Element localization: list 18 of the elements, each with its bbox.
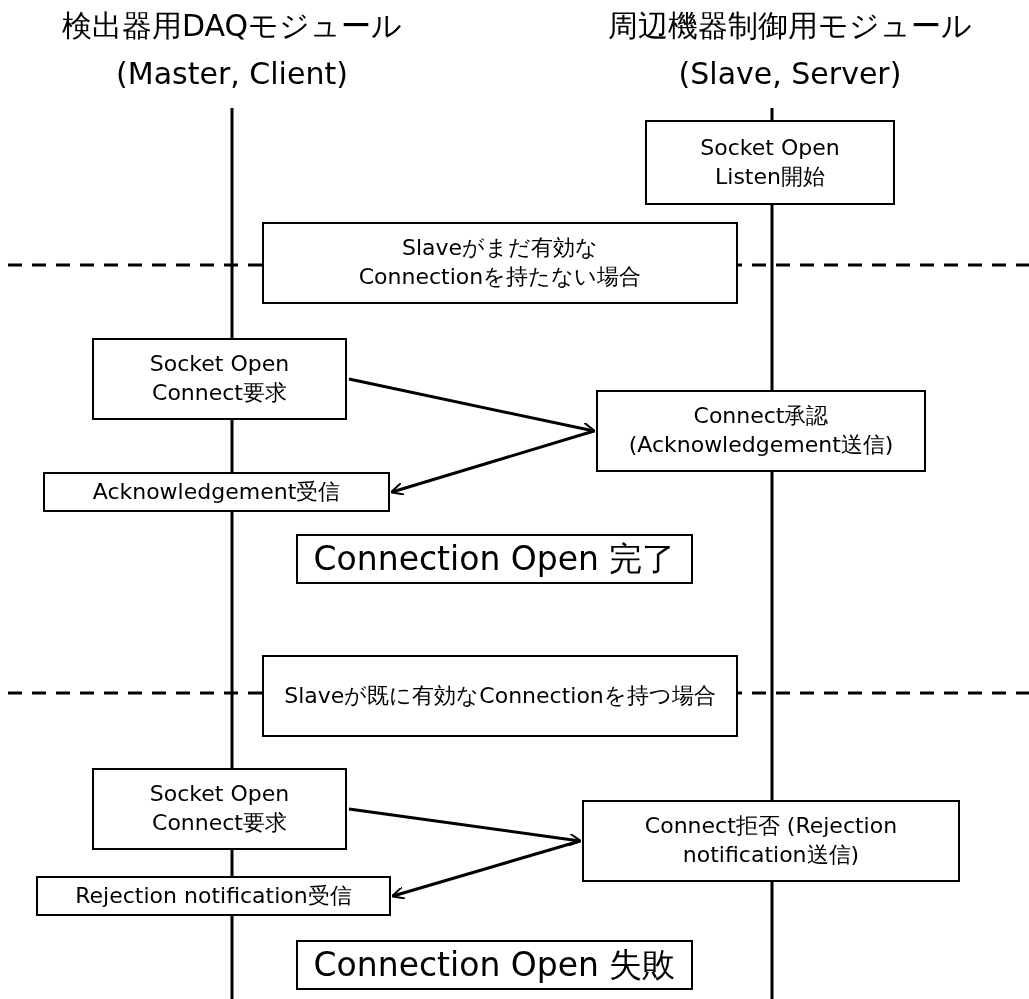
status-box: Connection Open 失敗 (296, 940, 693, 990)
process-box: Slaveが既に有効なConnectionを持つ場合 (262, 655, 738, 737)
message-box: Rejection notification受信 (36, 876, 391, 916)
process-box: Connect承認 (Acknowledgement送信) (596, 390, 926, 472)
status-box: Connection Open 完了 (296, 534, 693, 584)
arrow (391, 839, 581, 900)
process-box: Slaveがまだ有効なConnectionを持たない場合 (262, 222, 738, 304)
arrow (348, 807, 582, 847)
process-box: Socket Open Connect要求 (92, 768, 347, 850)
column-heading: 検出器用DAQモジュール (60, 8, 404, 44)
column-heading: 周辺機器制御用モジュール (607, 8, 973, 44)
process-box: Socket Open Connect要求 (92, 338, 347, 420)
message-box: Acknowledgement受信 (43, 472, 390, 512)
process-box: Socket Open Listen開始 (645, 120, 895, 205)
column-heading: (Master, Client) (115, 56, 349, 92)
arrow (390, 429, 595, 496)
process-box: Connect拒否 (Rejection notification送信) (582, 800, 960, 882)
column-heading: (Slave, Server) (677, 56, 903, 92)
